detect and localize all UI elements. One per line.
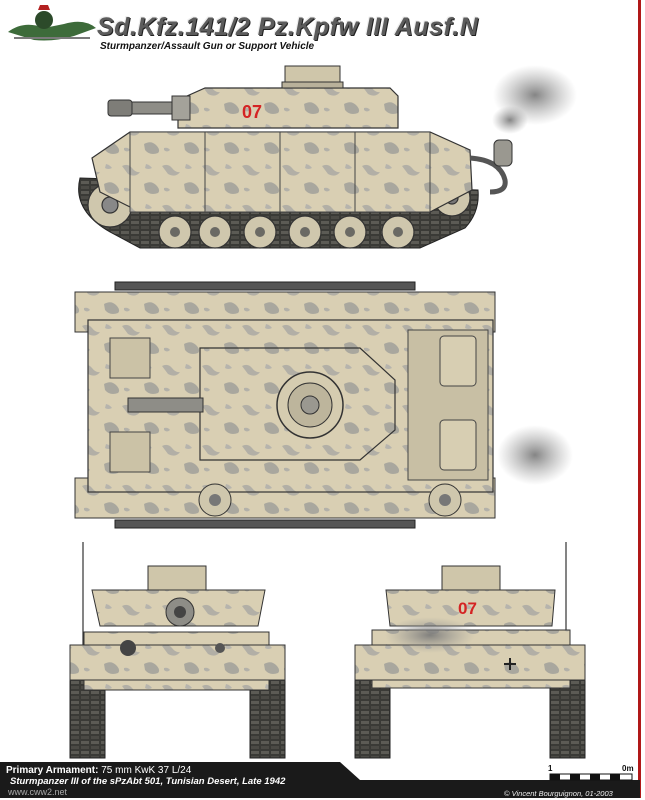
artist-credit: © Vincent Bourguignon, 01-2003	[504, 789, 613, 798]
armament-line: Primary Armament: 75 mm KwK 37 L/24	[6, 765, 191, 776]
rear-view: 07	[354, 542, 586, 759]
footer-bar	[0, 762, 640, 798]
top-view	[74, 281, 573, 529]
front-view	[69, 542, 286, 759]
page-title: Sd.Kfz.141/2 Pz.Kpfw III Ausf.N	[97, 13, 479, 41]
site-watermark: www.cww2.net	[8, 787, 68, 797]
turret-number-side: 07	[242, 102, 262, 122]
armament-value: 75 mm KwK 37 L/24	[101, 765, 192, 776]
unit-description: Sturmpanzer III of the sPzAbt 501, Tunis…	[10, 776, 286, 787]
armament-label: Primary Armament:	[6, 765, 99, 776]
scale-end-label: 0m	[622, 764, 634, 773]
side-view: 07	[78, 65, 577, 249]
turret-number-rear: 07	[458, 599, 477, 618]
page-subtitle: Sturmpanzer/Assault Gun or Support Vehic…	[100, 41, 315, 52]
knight-logo	[8, 5, 96, 41]
scale-start-label: 1	[548, 764, 553, 773]
scale-bar	[549, 773, 633, 781]
